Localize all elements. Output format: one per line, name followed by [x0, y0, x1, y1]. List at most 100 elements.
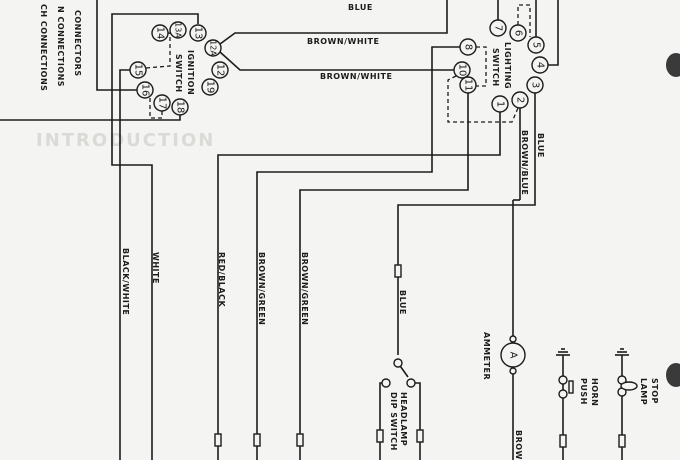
svg-text:5: 5 [531, 42, 542, 48]
headlamp-dip-switch-label: HEADLAMP [399, 392, 408, 446]
connector [296, 433, 304, 447]
horn-push-contact [558, 375, 568, 385]
terminal: 2 [511, 91, 529, 109]
svg-text:2: 2 [515, 97, 526, 103]
wire-labels: BLUE BROWN/WHITE BROWN/WHITE BLUE BROWN/… [121, 3, 545, 460]
component-labels: AMMETER HEADLAMP DIP SWITCH HORN PUSH ST… [389, 332, 659, 451]
stop-lamp-label-2: LAMP [639, 378, 648, 405]
wire-blue-top [219, 0, 448, 45]
punch-hole [666, 363, 680, 387]
svg-text:17: 17 [157, 97, 168, 110]
horn-push-label-2: PUSH [579, 378, 588, 405]
link-8-11 [476, 46, 487, 87]
ammeter: A [500, 335, 526, 375]
terminal: 6 [509, 24, 527, 42]
terminal: 15 [129, 61, 147, 79]
terminal: 13 [189, 24, 207, 42]
wire-label: RED/BLACK [217, 252, 226, 307]
wire-brown-green-2 [299, 93, 469, 460]
wire-18 [0, 115, 181, 121]
connector [618, 434, 626, 448]
wire-brown-white-2 [219, 51, 455, 71]
dip-switch-contact [406, 378, 416, 388]
terminal: 11 [459, 76, 477, 94]
terminal: 8 [459, 38, 477, 56]
wire-label: BROWN/BLUE [520, 130, 529, 195]
legend-connections: N CONNECTIONS [56, 6, 65, 87]
ghost-heading: INTRODUCTION [36, 130, 215, 151]
connector [376, 429, 384, 443]
wire-brown-green-1 [256, 46, 460, 460]
terminal: 12A [204, 39, 222, 57]
wire-black-white [119, 69, 132, 460]
lighting-switch-label-2: SWITCH [491, 48, 500, 87]
wire-label: BLUE [398, 290, 407, 315]
connector-blue [394, 264, 402, 278]
terminal: 3 [526, 76, 544, 94]
dip-switch-contact [381, 378, 391, 388]
link-6-5 [517, 4, 531, 37]
terminal: 7 [489, 19, 507, 37]
connector [214, 433, 222, 447]
terminal: 5 [527, 36, 545, 54]
ignition-switch-label-2: SWITCH [174, 54, 183, 93]
svg-text:12: 12 [215, 64, 226, 77]
terminal: 18 [171, 98, 189, 116]
svg-text:7: 7 [493, 25, 504, 31]
svg-text:13A: 13A [174, 22, 183, 38]
terminal: 16 [136, 81, 154, 99]
svg-text:18: 18 [175, 101, 186, 114]
link-10-2 [447, 75, 519, 123]
punch-hole [666, 53, 680, 77]
wire-label: BROWN [514, 430, 523, 460]
lighting-switch: 7 6 5 4 3 2 1 11 10 8 LIGHTING SWITCH [453, 19, 549, 113]
horn-push-button [568, 380, 574, 394]
svg-text:16: 16 [140, 84, 151, 97]
connector [559, 434, 567, 448]
wire-label: BLUE [536, 133, 545, 158]
legend: CONNECTORS N CONNECTIONS CH CONNECTIONS [39, 4, 82, 91]
ammeter-label: AMMETER [482, 332, 491, 380]
svg-text:10: 10 [457, 64, 468, 77]
terminal: 13A [169, 21, 187, 39]
terminal: 10 [453, 61, 471, 79]
wire-4 [547, 0, 559, 66]
wire-dip-low [379, 382, 384, 460]
wire-white [111, 13, 199, 460]
terminal: 12 [211, 61, 229, 79]
wire-dip-high [413, 382, 421, 460]
wire-label: BLACK/WHITE [121, 248, 130, 315]
svg-text:8: 8 [463, 44, 474, 50]
connector [416, 429, 424, 443]
svg-text:1: 1 [495, 101, 506, 107]
ammeter-symbol: A [508, 352, 519, 359]
ignition-switch: 13 13A 14 12A 12 19 15 16 17 18 IGNITION… [129, 21, 229, 116]
svg-text:15: 15 [133, 64, 144, 77]
wire-label: BROWN/WHITE [320, 72, 392, 81]
wire-label: BROWN/GREEN [257, 252, 266, 325]
ignition-switch-label: IGNITION [186, 50, 195, 95]
svg-text:3: 3 [530, 82, 541, 88]
link-16-17 [149, 98, 163, 119]
wire-16 [96, 0, 138, 91]
stop-lamp-bulb-icon [620, 381, 638, 391]
wire-label: WHITE [151, 252, 160, 284]
horn-push-contact [558, 389, 568, 399]
svg-text:11: 11 [463, 79, 474, 92]
dip-switch-pivot [393, 358, 403, 368]
terminal: 1 [491, 95, 509, 113]
wire-label: BROWN/GREEN [300, 252, 309, 325]
svg-text:4: 4 [535, 62, 546, 68]
headlamp-dip-switch-label-2: DIP SWITCH [389, 392, 398, 451]
stop-lamp-label: STOP [650, 378, 659, 404]
wire-label: BROWN/WHITE [307, 37, 379, 46]
horn-push-label: HORN [590, 378, 599, 406]
terminal: 4 [531, 56, 549, 74]
wire-blue-dip [397, 200, 536, 355]
wires [0, 0, 623, 460]
svg-text:14: 14 [155, 27, 166, 40]
svg-text:6: 6 [513, 30, 524, 36]
connector [253, 433, 261, 447]
terminal: 17 [153, 94, 171, 112]
